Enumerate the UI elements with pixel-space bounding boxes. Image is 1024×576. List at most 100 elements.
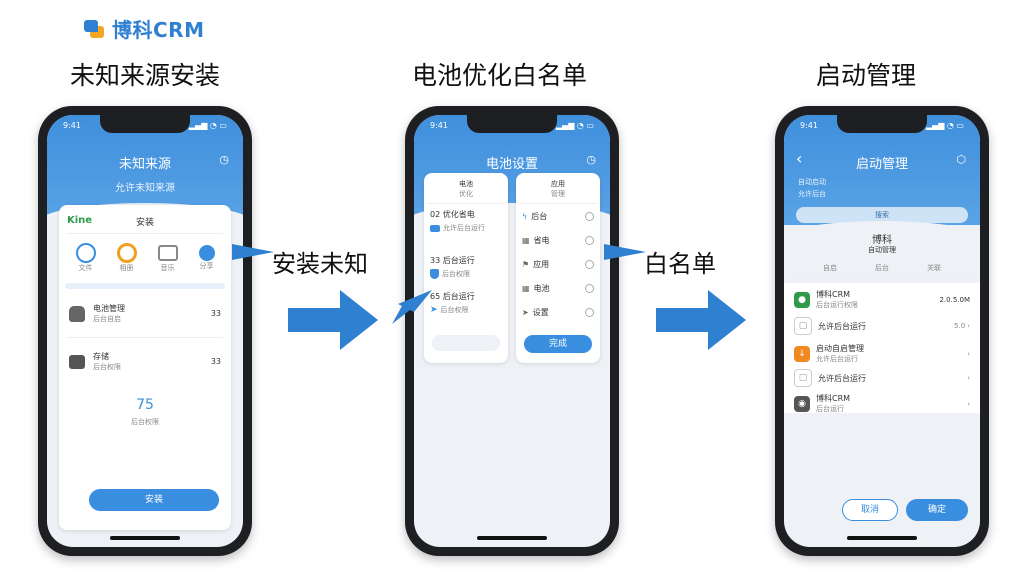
chevron-right-icon: › bbox=[967, 399, 970, 408]
app-icon-item[interactable]: 音乐 bbox=[157, 243, 178, 273]
settings-icon[interactable]: ◷ bbox=[219, 153, 229, 166]
row-label: 应用 bbox=[533, 260, 550, 269]
send-icon: ➤ bbox=[430, 305, 438, 315]
header-wave bbox=[784, 221, 980, 261]
flag-icon: ⚑ bbox=[522, 260, 530, 269]
card-header-sub: 管理 bbox=[551, 190, 565, 198]
app-icon-item[interactable]: 文件 bbox=[75, 243, 96, 273]
callout-pointer-icon bbox=[604, 244, 646, 260]
status-time: 9:41 bbox=[800, 121, 818, 130]
page-title: 电池设置 bbox=[485, 157, 538, 172]
home-indicator bbox=[847, 536, 917, 540]
row-num: 65 bbox=[430, 292, 441, 301]
list-item[interactable]: ◉ 博科CRM 后台运行 › bbox=[784, 393, 980, 414]
app-icon-label: 文件 bbox=[78, 264, 93, 272]
list-item[interactable]: 电池管理 后台自启 33 bbox=[59, 303, 231, 324]
radio-icon[interactable] bbox=[585, 308, 594, 317]
whitelist-row[interactable]: ⚑ 应用 bbox=[516, 259, 600, 270]
app-icon-item[interactable]: 相册 bbox=[116, 243, 137, 273]
row-label: 省电 bbox=[533, 236, 550, 245]
arrow-right-icon bbox=[656, 290, 746, 350]
radio-icon[interactable] bbox=[585, 212, 594, 221]
card-header-title: 电池 bbox=[459, 180, 473, 188]
head-line-1: 自动启动 bbox=[798, 178, 826, 186]
item-title: 存储 bbox=[93, 352, 109, 361]
row-sub: 允许后台运行 bbox=[443, 224, 485, 232]
radio-icon[interactable] bbox=[585, 260, 594, 269]
status-time: 9:41 bbox=[63, 121, 81, 130]
refresh-icon[interactable]: ◷ bbox=[586, 153, 596, 166]
cancel-button[interactable]: 取消 bbox=[842, 499, 898, 521]
app-sub: 自动管理 bbox=[868, 246, 896, 254]
row-sub: 后台权限 bbox=[440, 306, 469, 314]
placeholder-bar bbox=[432, 335, 500, 351]
app-icon-item[interactable]: 分享 bbox=[198, 245, 215, 271]
item-sub: 允许后台运行 bbox=[816, 355, 858, 363]
step-title-3: 启动管理 bbox=[816, 61, 917, 90]
radio-icon[interactable] bbox=[585, 284, 594, 293]
tab-background[interactable]: 后台 bbox=[875, 264, 889, 272]
row-title: 优化省电 bbox=[442, 210, 475, 219]
search-button[interactable]: 搜索 bbox=[796, 207, 968, 223]
item-size: 2.0.5.0M bbox=[939, 295, 970, 304]
status-bar: 9:41 ▂▄▆ ◔ ▭ bbox=[800, 121, 964, 130]
notch bbox=[467, 115, 557, 133]
notch bbox=[100, 115, 190, 133]
list-item[interactable]: ● 博科CRM 后台运行权限 2.0.5.0M bbox=[784, 289, 980, 310]
list-item[interactable]: ▢ 允许后台运行 › bbox=[784, 369, 980, 387]
list-item[interactable]: ↓ 启动自启管理 允许后台运行 › bbox=[784, 343, 980, 364]
count-value: 75 bbox=[136, 397, 154, 413]
app-icon-row: 文件 相册 音乐 分享 bbox=[59, 243, 231, 273]
tab-row: 自启 后台 关联 bbox=[784, 263, 980, 273]
tab-autostart[interactable]: 自启 bbox=[823, 264, 837, 272]
row-title: 后台运行 bbox=[442, 292, 475, 301]
tab-associate[interactable]: 关联 bbox=[927, 264, 941, 272]
card-header: 电池 优化 bbox=[424, 179, 508, 199]
status-time: 9:41 bbox=[430, 121, 448, 130]
install-button[interactable]: 安装 bbox=[89, 489, 219, 511]
chevron-right-icon: › bbox=[967, 374, 970, 382]
whitelist-row[interactable]: ϟ 后台 bbox=[516, 211, 600, 222]
settings-icon[interactable]: ⬡ bbox=[956, 153, 966, 166]
grid-icon: ▦ bbox=[522, 236, 530, 245]
item-value: 33 bbox=[210, 357, 221, 366]
radio-icon[interactable] bbox=[585, 236, 594, 245]
whitelist-row[interactable]: ▦ 电池 bbox=[516, 283, 600, 294]
signal-icon: ▂▄▆ ◔ ▭ bbox=[555, 121, 594, 130]
startup-list: ● 博科CRM 后台运行权限 2.0.5.0M ▢ 允许后台运行 5.0 › ↓… bbox=[784, 283, 980, 413]
battery-row[interactable]: 65 后台运行 ➤后台权限 bbox=[430, 291, 504, 315]
row-sub: 后台权限 bbox=[442, 270, 470, 278]
whitelist-row[interactable]: ➤ 设置 bbox=[516, 307, 600, 318]
phone-1-screen: 9:41 ▂▄▆ ◔ ▭ 未知来源 ◷ 允许未知来源 Kine 安装 文件 相册 bbox=[47, 115, 243, 547]
confirm-button[interactable]: 确定 bbox=[906, 499, 968, 521]
phone-2-screen: 9:41 ▂▄▆ ◔ ▭ 电池设置 ◷ 电池 优化 02 优化省电 允许后台运行… bbox=[414, 115, 610, 547]
dot-icon bbox=[198, 245, 215, 261]
back-icon[interactable]: ‹ bbox=[796, 149, 803, 168]
shield-icon bbox=[430, 269, 439, 279]
home-indicator bbox=[110, 536, 180, 540]
battery-row[interactable]: 33 后台运行 后台权限 bbox=[430, 255, 504, 279]
list-item[interactable]: ▢ 允许后台运行 5.0 › bbox=[784, 317, 980, 335]
count-label: 后台权限 bbox=[131, 418, 159, 426]
battery-row[interactable]: 02 优化省电 允许后台运行 bbox=[430, 209, 504, 233]
row-label: 后台 bbox=[531, 212, 548, 221]
whitelist-row[interactable]: ▦ 省电 bbox=[516, 235, 600, 246]
send-icon: ➤ bbox=[522, 308, 529, 317]
doc-icon: ▢ bbox=[794, 317, 812, 335]
user-icon: ◉ bbox=[794, 395, 810, 412]
item-value: 5.0 bbox=[954, 322, 966, 330]
chevron-right-icon: › bbox=[967, 349, 970, 358]
row-label: 电池 bbox=[533, 284, 550, 293]
card-header: 应用 管理 bbox=[516, 179, 600, 199]
notch bbox=[837, 115, 927, 133]
item-title: 博科CRM bbox=[816, 290, 851, 299]
page-subtitle: 允许未知来源 bbox=[115, 183, 175, 194]
head-line-2: 允许后台 bbox=[798, 190, 826, 198]
item-title: 启动自启管理 bbox=[816, 344, 864, 353]
divider bbox=[428, 203, 504, 204]
list-item[interactable]: 存储 后台权限 33 bbox=[59, 351, 231, 372]
done-button[interactable]: 完成 bbox=[524, 335, 592, 353]
app-icon-label: 音乐 bbox=[160, 264, 175, 272]
row-num: 33 bbox=[430, 256, 441, 265]
brand-logo: 博科CRM bbox=[82, 14, 204, 43]
